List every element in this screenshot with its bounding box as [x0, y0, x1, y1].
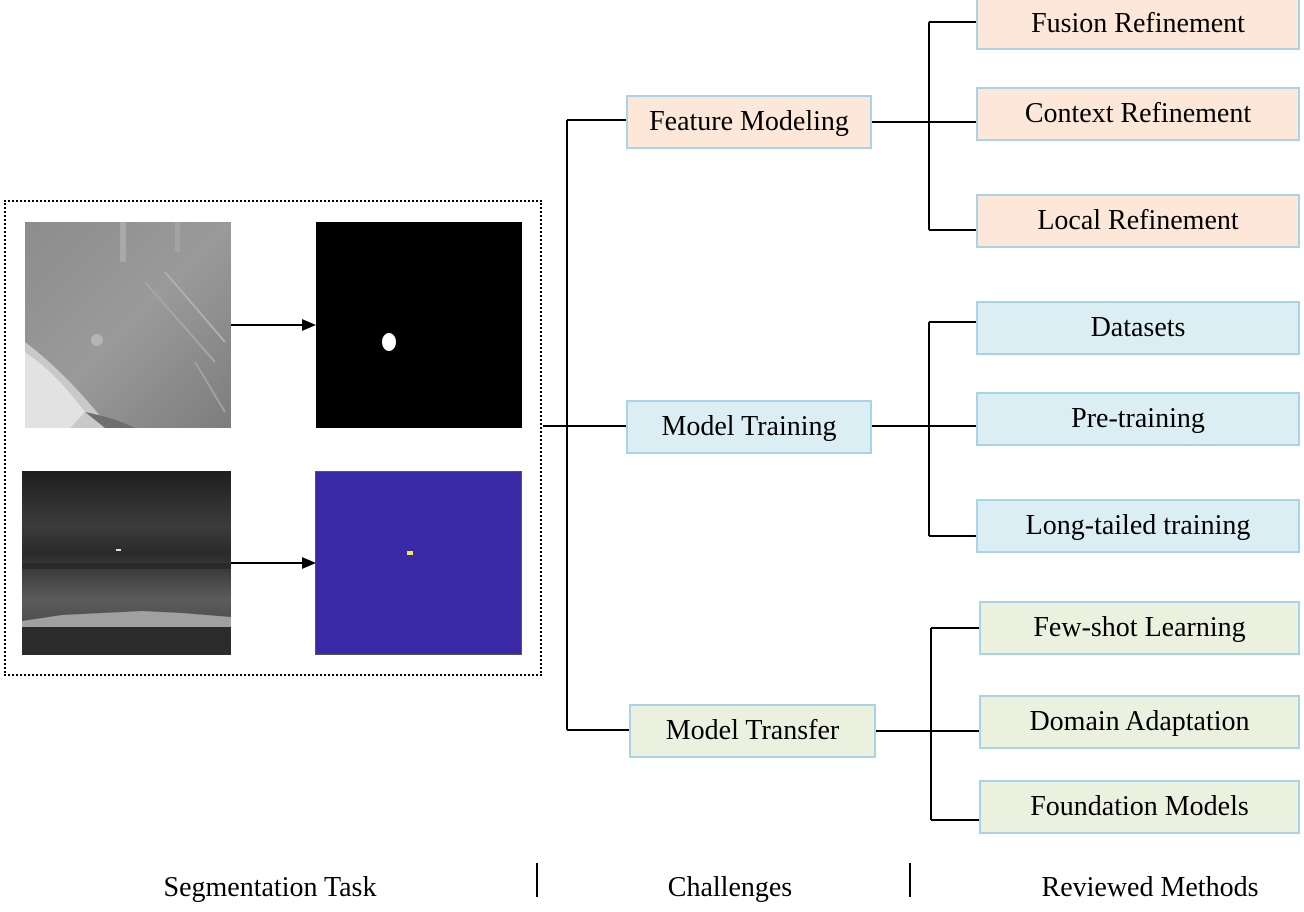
method-label: Local Refinement: [1037, 205, 1239, 236]
method-label: Domain Adaptation: [1029, 706, 1250, 737]
challenge-label: Model Transfer: [665, 715, 840, 746]
caption-segmentation-task: Segmentation Task: [163, 872, 377, 903]
caption-reviewed-methods: Reviewed Methods: [1041, 872, 1259, 903]
challenge-model-transfer: Model Transfer: [629, 704, 876, 758]
method-fusion-refinement: Fusion Refinement: [976, 0, 1300, 50]
mask-image-2: [315, 471, 522, 655]
arrow-head-1: [302, 319, 316, 331]
challenge-model-training: Model Training: [626, 400, 872, 454]
method-foundation-models: Foundation Models: [979, 780, 1300, 834]
challenge-feature-modeling: Feature Modeling: [626, 95, 872, 149]
method-domain-adaptation: Domain Adaptation: [979, 695, 1300, 749]
arrow-head-2: [302, 557, 316, 569]
method-local-refinement: Local Refinement: [976, 194, 1300, 248]
method-label: Fusion Refinement: [1031, 8, 1245, 39]
challenge-label: Feature Modeling: [649, 106, 849, 137]
infrared-image-1: [25, 222, 231, 428]
method-few-shot-learning: Few-shot Learning: [979, 601, 1300, 655]
caption-challenges: Challenges: [667, 872, 793, 903]
infrared-image-2: [22, 471, 231, 655]
segmentation-task-panel: [4, 200, 542, 676]
challenge-label: Model Training: [661, 411, 837, 442]
method-label: Context Refinement: [1024, 98, 1252, 129]
method-pre-training: Pre-training: [976, 392, 1300, 446]
method-label: Few-shot Learning: [1033, 612, 1246, 643]
method-label: Long-tailed training: [1025, 510, 1251, 541]
method-label: Pre-training: [1071, 403, 1205, 434]
method-label: Datasets: [1090, 312, 1186, 343]
method-long-tailed-training: Long-tailed training: [976, 499, 1300, 553]
mask-image-1: [316, 222, 522, 428]
method-context-refinement: Context Refinement: [976, 87, 1300, 141]
method-label: Foundation Models: [1030, 791, 1249, 822]
method-datasets: Datasets: [976, 301, 1300, 355]
